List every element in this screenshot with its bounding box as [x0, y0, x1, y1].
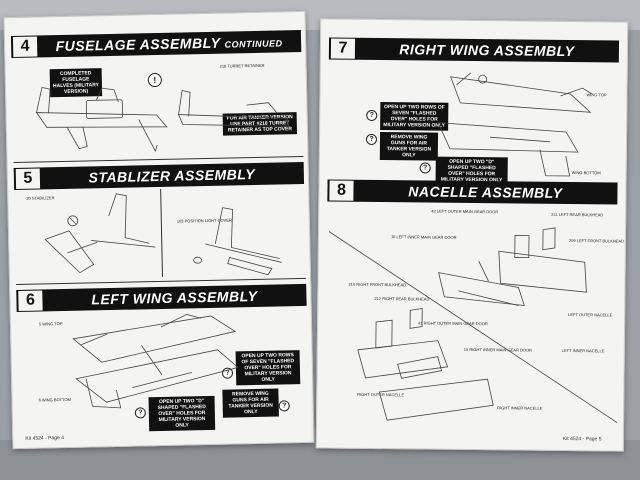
- page-footer: Kit 4524 - Page 5: [562, 435, 602, 443]
- instruction-page-left: 4 FUSELAGE ASSEMBLY CONTINUED COMPLETED …: [3, 10, 315, 450]
- instruction-page-right: 7 RIGHT WING ASSEMBLY WING TOP WING BOTT…: [315, 18, 629, 452]
- page-footer: Kit 4524 - Page 4: [25, 435, 65, 442]
- right-wing-diagram: [437, 72, 593, 177]
- fuselage-diagram: [35, 86, 290, 153]
- stabilizer-diagram: [44, 193, 282, 276]
- left-wing-diagram: [72, 314, 239, 409]
- nacelle-diagram: [328, 227, 618, 423]
